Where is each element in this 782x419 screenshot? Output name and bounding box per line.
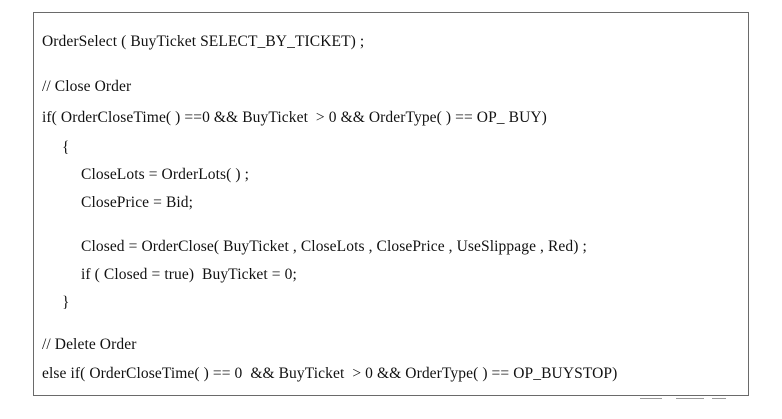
code-line-if-close: if( OrderCloseTime( ) ==0 && BuyTicket >… bbox=[42, 109, 547, 126]
scan-artifact-dash bbox=[640, 398, 662, 399]
code-comment-close-order: // Close Order bbox=[42, 78, 132, 95]
code-line-close-brace: } bbox=[62, 294, 70, 311]
code-line-order-close: Closed = OrderClose( BuyTicket , CloseLo… bbox=[81, 238, 587, 255]
code-line-close-lots: CloseLots = OrderLots( ) ; bbox=[81, 166, 250, 183]
code-line-open-brace: { bbox=[62, 139, 70, 156]
code-listing-box: OrderSelect ( BuyTicket SELECT_BY_TICKET… bbox=[33, 12, 749, 396]
code-line-order-select: OrderSelect ( BuyTicket SELECT_BY_TICKET… bbox=[42, 33, 365, 50]
code-line-else-if-delete: else if( OrderCloseTime( ) == 0 && BuyTi… bbox=[42, 365, 618, 382]
code-line-close-price: ClosePrice = Bid; bbox=[81, 194, 194, 211]
scan-artifact-dash bbox=[676, 398, 704, 399]
code-line-if-closed: if ( Closed = true) BuyTicket = 0; bbox=[81, 266, 297, 283]
scan-artifact-dash bbox=[712, 398, 726, 399]
code-comment-delete-order: // Delete Order bbox=[42, 336, 137, 353]
